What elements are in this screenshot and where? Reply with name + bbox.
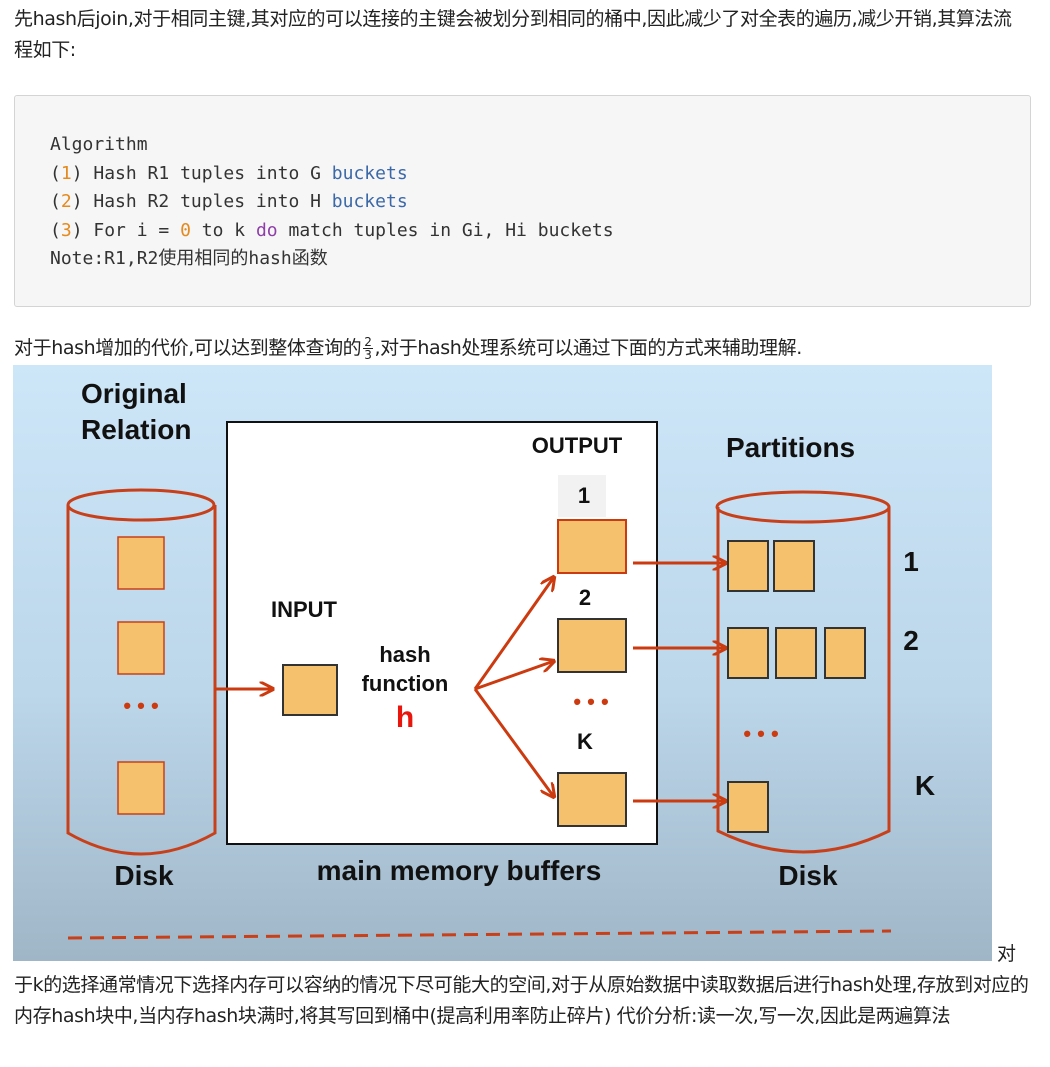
input-label: INPUT <box>271 597 338 622</box>
hash-text-2: function <box>362 671 449 696</box>
output-label-1-bg <box>558 475 606 517</box>
left-disk-label: Disk <box>114 860 174 891</box>
original-relation-label-2: Relation <box>81 414 191 445</box>
memory-label: main memory buffers <box>317 855 602 886</box>
right-disk <box>715 490 891 854</box>
buffer-label-1: 1 <box>578 483 590 508</box>
closing-first-char: 对 <box>997 943 1017 965</box>
partition-ellipsis: • • • <box>743 721 778 746</box>
buffer-label-2: 2 <box>579 585 591 610</box>
partition-label-k: K <box>915 770 935 801</box>
code-line-3: (3) For i = 0 to k do match tuples in Gi… <box>50 219 614 241</box>
partition-label-1: 1 <box>903 546 919 577</box>
dashed-divider <box>67 929 892 940</box>
partitions-label: Partitions <box>726 432 855 463</box>
output-buffers <box>557 519 627 827</box>
original-relation-label: Original <box>81 378 187 409</box>
hash-text-1: hash <box>379 642 430 667</box>
intro-paragraph: 先hash后join,对于相同主键,其对应的可以连接的主键会被划分到相同的桶中,… <box>14 8 1012 61</box>
left-disk-records <box>117 536 165 815</box>
partition-buckets <box>727 540 866 833</box>
buffer-label-k: K <box>577 729 593 754</box>
code-title: Algorithm <box>50 134 148 155</box>
left-disk <box>66 488 217 856</box>
partition-label-2: 2 <box>903 625 919 656</box>
algorithm-code: Algorithm (1) Hash R1 tuples into G buck… <box>50 131 614 274</box>
input-buffer <box>282 664 338 716</box>
buffer-ellipsis: • • • <box>573 689 608 714</box>
hash-symbol: h <box>396 701 414 734</box>
code-note: Note:R1,R2使用相同的hash函数 <box>50 248 328 269</box>
flow-arrows <box>215 563 726 801</box>
closing-paragraph: 于k的选择通常情况下选择内存可以容纳的情况下尽可能大的空间,对于从原始数据中读取… <box>14 974 1029 1027</box>
hash-partition-diagram: Original Relation Partitions • • • Disk … <box>13 365 992 961</box>
code-line-2: (2) Hash R2 tuples into H buckets <box>50 191 408 212</box>
right-disk-label: Disk <box>778 860 838 891</box>
code-block: Algorithm (1) Hash R1 tuples into G buck… <box>14 95 1031 307</box>
code-line-1: (1) Hash R1 tuples into G buckets <box>50 162 408 184</box>
left-disk-ellipsis: • • • <box>123 693 158 718</box>
output-label: OUTPUT <box>532 433 623 458</box>
